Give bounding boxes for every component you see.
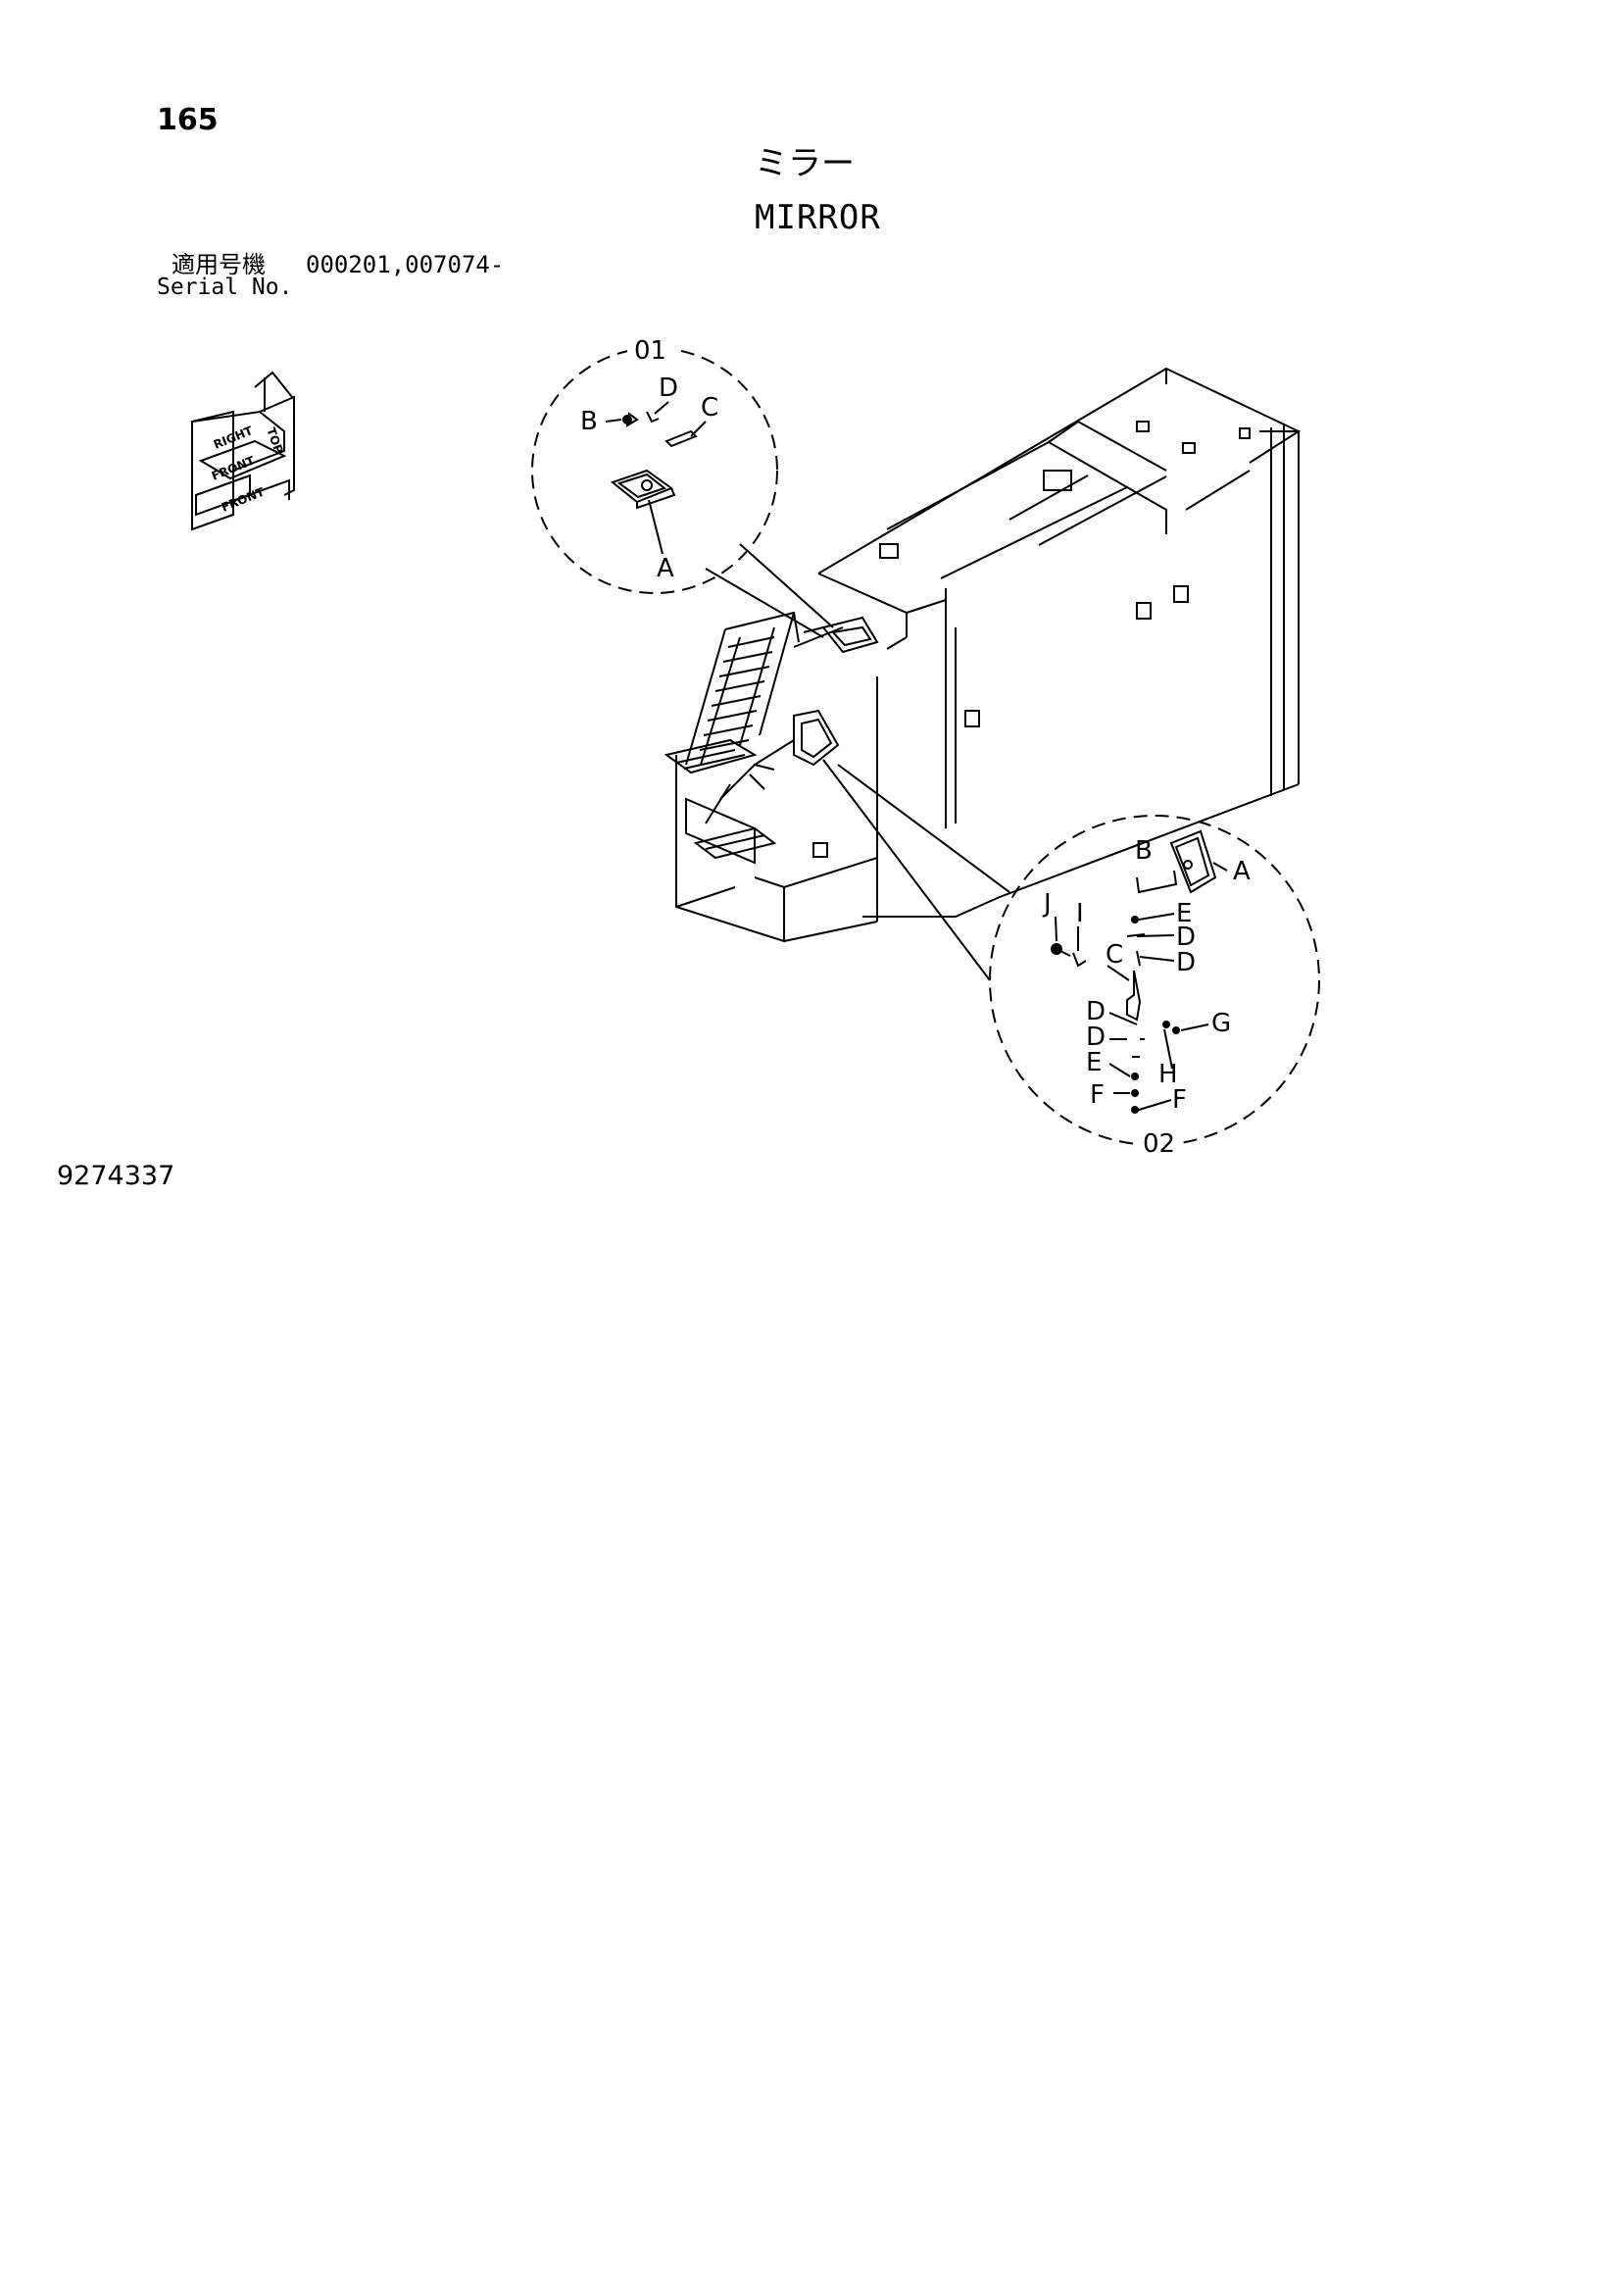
- page-number: 165: [157, 103, 219, 137]
- callout-02-d: D: [1086, 997, 1106, 1026]
- callout-02-a: A: [1233, 857, 1251, 886]
- serial-label-japanese: 適用号機: [172, 251, 266, 278]
- callout-01-d: D: [659, 374, 678, 403]
- nut-part-i: [1072, 952, 1087, 968]
- orientation-cube-icon: RIGHT TOP FRONT FRONT: [191, 371, 295, 531]
- callout-02-c: C: [1106, 940, 1123, 970]
- callout-02-b: B: [1135, 836, 1153, 866]
- detail-01-label: 01: [634, 336, 666, 366]
- callout-02-d: D: [1176, 948, 1196, 977]
- serial-values: 000201,007074-: [306, 251, 505, 278]
- callout-02-d: D: [1086, 1023, 1106, 1052]
- callout-02-j: J: [1042, 889, 1052, 919]
- title-english: MIRROR: [755, 198, 881, 237]
- callout-02-i: I: [1076, 899, 1084, 928]
- mirror-part-a: [1169, 829, 1217, 894]
- bracket-part-b: [1136, 870, 1178, 894]
- callout-02-e: E: [1086, 1048, 1102, 1077]
- serial-label-english: Serial No.: [157, 275, 293, 300]
- callout-02-h: H: [1158, 1060, 1178, 1089]
- mirror-part-a: [610, 469, 676, 510]
- detail-02: 02 B A E D D C: [989, 815, 1320, 1159]
- callout-02-f: F: [1090, 1080, 1105, 1110]
- callout-02-f: F: [1172, 1085, 1187, 1115]
- machine-body: [664, 367, 1302, 943]
- callout-02-d: D: [1176, 923, 1196, 952]
- callout-02-e: E: [1176, 899, 1192, 928]
- callout-02-g: G: [1211, 1009, 1231, 1038]
- drawing-number: 9274337: [57, 1161, 175, 1191]
- title-japanese: ミラー: [755, 144, 855, 183]
- callout-01-a: A: [657, 554, 674, 583]
- callout-01-c: C: [701, 393, 718, 423]
- detail-leaders: [705, 543, 1010, 981]
- orientation-front-label-2: FRONT: [220, 484, 268, 514]
- washer-part-d: [646, 411, 660, 424]
- stem-part-c: [1126, 970, 1142, 1022]
- detail-01: 01 B D C A: [531, 336, 778, 594]
- callout-01-b: B: [580, 407, 598, 436]
- bracket-part-c: [664, 429, 698, 448]
- detail-02-label: 02: [1143, 1129, 1175, 1159]
